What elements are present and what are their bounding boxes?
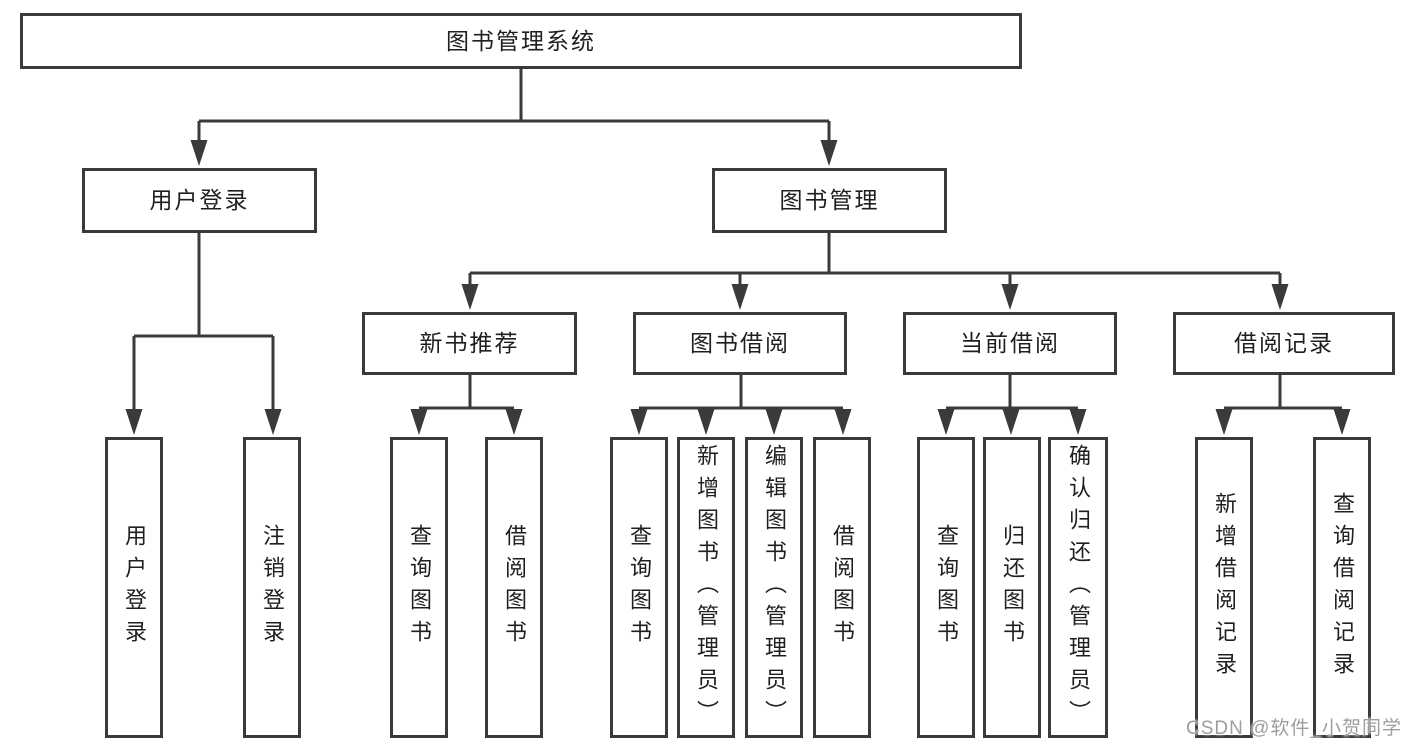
node-book-management: 图书管理 (712, 168, 947, 233)
node-label: 确认归还（管理员） (1066, 443, 1091, 732)
node-label: 新书推荐 (419, 330, 520, 356)
watermark-text: CSDN @软件_小贺同学 (1186, 718, 1402, 739)
node-label: 查询图书 (934, 523, 959, 652)
leaf-user-login: 用户登录 (105, 437, 163, 738)
leaf-return-books: 归还图书 (983, 437, 1041, 738)
node-label: 当前借阅 (960, 330, 1060, 356)
node-borrowing-records: 借阅记录 (1173, 312, 1395, 375)
node-label: 借阅记录 (1234, 330, 1334, 356)
leaf-query-books: 查询图书 (610, 437, 668, 738)
leaf-logout: 注销登录 (243, 437, 301, 738)
node-current-borrowing: 当前借阅 (903, 312, 1117, 375)
node-label: 用户登录 (122, 523, 147, 652)
node-book-borrowing: 图书借阅 (633, 312, 847, 375)
leaf-confirm-return-admin: 确认归还（管理员） (1048, 437, 1108, 738)
node-label: 图书管理 (779, 187, 880, 213)
leaf-add-borrow-record: 新增借阅记录 (1195, 437, 1253, 738)
node-label: 用户登录 (149, 187, 250, 213)
node-label: 查询图书 (407, 523, 432, 652)
node-label: 借阅图书 (830, 523, 855, 652)
node-label: 编辑图书（管理员） (762, 443, 787, 732)
node-label: 新增图书（管理员） (694, 443, 719, 732)
node-user-login: 用户登录 (82, 168, 317, 233)
leaf-add-books-admin: 新增图书（管理员） (677, 437, 735, 738)
node-label: 查询借阅记录 (1330, 491, 1355, 684)
node-library-management-system: 图书管理系统 (20, 13, 1022, 69)
leaf-query-books: 查询图书 (390, 437, 448, 738)
node-label: 查询图书 (627, 523, 652, 652)
node-new-book-recommendation: 新书推荐 (362, 312, 577, 375)
node-label: 图书借阅 (690, 330, 790, 356)
leaf-borrow-books: 借阅图书 (813, 437, 871, 738)
leaf-query-borrow-record: 查询借阅记录 (1313, 437, 1371, 738)
node-label: 新增借阅记录 (1212, 491, 1237, 684)
node-label: 注销登录 (260, 523, 285, 652)
leaf-query-books: 查询图书 (917, 437, 975, 738)
node-label: 归还图书 (1000, 523, 1025, 652)
node-label: 借阅图书 (502, 523, 527, 652)
leaf-borrow-books: 借阅图书 (485, 437, 543, 738)
node-label: 图书管理系统 (446, 27, 596, 54)
leaf-edit-books-admin: 编辑图书（管理员） (745, 437, 803, 738)
